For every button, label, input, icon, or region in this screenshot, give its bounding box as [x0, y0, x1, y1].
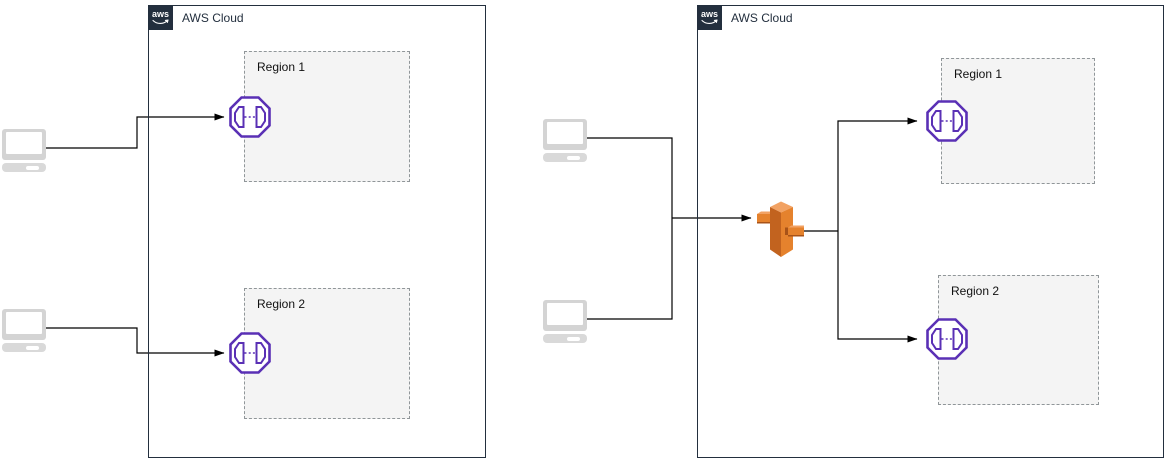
gateway-left-gate	[931, 110, 942, 132]
client-laptop-icon	[543, 300, 587, 344]
laptop-slot	[26, 345, 39, 350]
region-label: Region 1	[257, 60, 306, 74]
laptop-display	[547, 303, 583, 325]
laptop-base	[2, 163, 46, 172]
accelerator-right-arm	[788, 227, 804, 235]
aws-logo-text: aws	[701, 9, 718, 19]
accelerator-right-arm-top	[788, 225, 804, 228]
region-box-right-2: Region 2	[938, 275, 1099, 405]
gateway-endpoint-icon	[229, 96, 271, 138]
aws-cloud-group-right: aws AWS Cloud Region 1 Region 2	[697, 5, 1164, 458]
gateway-endpoint-icon	[926, 318, 968, 360]
aws-smile-swoosh	[701, 19, 718, 24]
gateway-left-gate	[234, 106, 245, 128]
gateway-right-gate	[952, 110, 963, 132]
aws-cloud-group-left: aws AWS Cloud Region 1 Region 2	[148, 5, 486, 458]
laptop-base	[543, 334, 587, 343]
laptop-base	[2, 343, 46, 352]
aws-cloud-header-left: aws AWS Cloud	[148, 5, 244, 30]
gateway-endpoint-icon	[926, 100, 968, 142]
gateway-right-gate	[255, 106, 266, 128]
accelerator-pillar-top	[770, 201, 793, 213]
accelerator-left-arm-shadow	[757, 222, 774, 224]
laptop-slot	[26, 165, 39, 170]
aws-logo-text: aws	[152, 9, 169, 19]
aws-logo-icon: aws	[697, 5, 722, 30]
client-laptop-icon	[2, 309, 46, 353]
laptop-screen	[2, 309, 46, 340]
laptop-display	[6, 132, 42, 154]
laptop-display	[547, 122, 583, 144]
connector-client4-to-junction	[587, 218, 673, 320]
accelerator-left-arm	[757, 214, 774, 222]
laptop-slot	[567, 155, 580, 160]
gateway-right-gate	[255, 342, 266, 364]
laptop-screen	[2, 129, 46, 160]
region-label: Region 1	[954, 67, 1003, 81]
connector-client3-to-junction	[587, 137, 673, 218]
gateway-endpoint-icon	[229, 332, 271, 374]
client-laptop-icon	[543, 119, 587, 163]
global-accelerator-gateway-icon	[757, 201, 804, 257]
client-laptop-icon	[2, 129, 46, 173]
region-box-left-2: Region 2	[244, 288, 410, 419]
aws-cloud-header-right: aws AWS Cloud	[697, 5, 793, 30]
accelerator-right-arm-shadow	[788, 235, 804, 237]
aws-smile-swoosh	[152, 19, 169, 24]
region-label: Region 2	[257, 297, 306, 311]
laptop-slot	[567, 336, 580, 341]
accelerator-pillar-left-face	[770, 207, 781, 257]
laptop-display	[6, 312, 42, 334]
laptop-base	[543, 153, 587, 162]
region-label: Region 2	[951, 284, 1000, 298]
aws-cloud-label: AWS Cloud	[731, 10, 793, 25]
region-box-left-1: Region 1	[244, 51, 410, 182]
laptop-screen	[543, 300, 587, 331]
gateway-left-gate	[234, 342, 245, 364]
gateway-right-gate	[952, 328, 963, 350]
aws-cloud-label: AWS Cloud	[182, 10, 244, 25]
gateway-left-gate	[931, 328, 942, 350]
laptop-screen	[543, 119, 587, 150]
aws-logo-icon: aws	[148, 5, 173, 30]
